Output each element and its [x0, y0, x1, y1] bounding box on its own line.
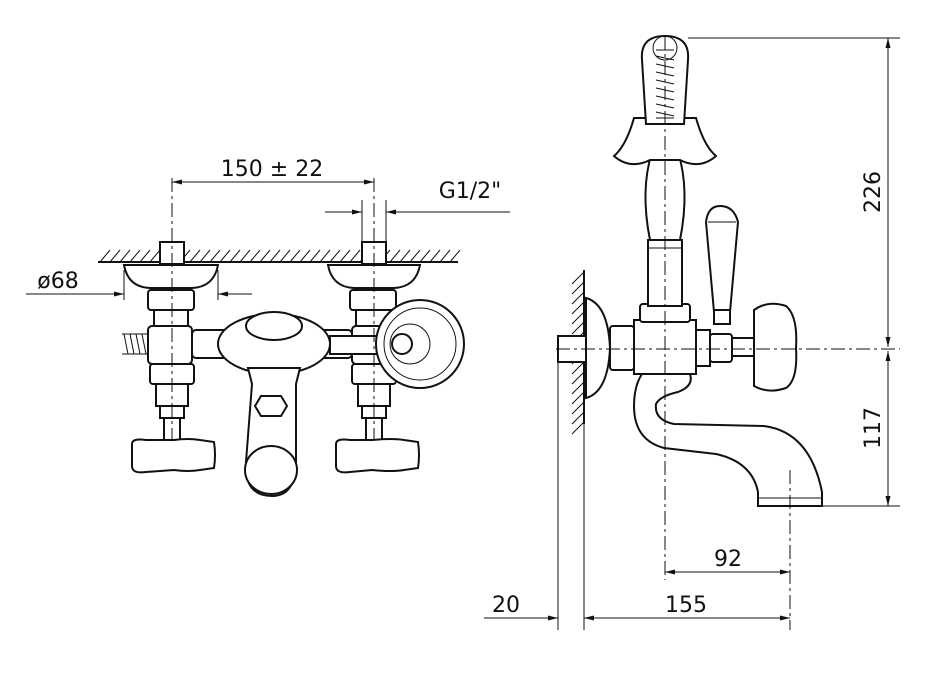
hatch-line [409, 249, 421, 263]
dimension-spacing-label: 150 ± 22 [221, 157, 323, 182]
nut-right [349, 289, 397, 311]
side-view [556, 34, 900, 630]
spout-outlet-front [244, 445, 298, 495]
dimension-flange-diameter: ø68 [26, 269, 252, 300]
hatch-line [399, 249, 411, 263]
handle-side [753, 302, 798, 392]
hatch-line [419, 249, 431, 263]
hatch-line [299, 249, 311, 263]
shower-holder-plate [375, 299, 465, 389]
wall-hatch [99, 249, 461, 263]
mixer-top [245, 311, 303, 341]
hatch-line [149, 249, 161, 263]
hatch-line [279, 249, 291, 263]
hatch-line [309, 249, 321, 263]
dimension-flange-label: ø68 [37, 269, 78, 294]
hatch-line [571, 311, 585, 325]
hatch-line [139, 249, 151, 263]
hatch-line [429, 249, 441, 263]
hatch-line [249, 249, 261, 263]
spindle-side [731, 337, 755, 357]
dimension-20-label: 20 [492, 593, 520, 618]
dimension-155-label: 155 [665, 593, 707, 618]
valve-left [147, 325, 193, 365]
hatch-line [339, 249, 351, 263]
hatch-line [189, 249, 201, 263]
hatch-line [571, 291, 585, 305]
hatch-line [571, 301, 585, 315]
hatch-line [571, 281, 585, 295]
hatch-line [219, 249, 231, 263]
hatch-line [349, 249, 361, 263]
dimension-155: 155 [583, 424, 790, 630]
hatch-line [209, 249, 221, 263]
dimension-226-label: 226 [861, 171, 886, 213]
hatch-line [571, 371, 585, 385]
hatch-line [229, 249, 241, 263]
dimension-117: 117 [822, 351, 900, 507]
dimension-spacing: 150 ± 22 [172, 157, 374, 185]
cap-side-a [695, 329, 711, 367]
hatch-line [571, 321, 585, 335]
hose-spring [122, 333, 148, 355]
hatch-line [571, 391, 585, 405]
dimension-117-label: 117 [861, 407, 886, 449]
hatch-line [109, 249, 121, 263]
hatch-line [269, 249, 281, 263]
hatch-line [571, 401, 585, 415]
hatch-line [119, 249, 131, 263]
diverter-lever [704, 204, 740, 313]
nut-left [147, 289, 195, 311]
dimension-20: 20 [484, 362, 600, 630]
hatch-line [389, 249, 401, 263]
hatch-line [571, 421, 585, 435]
hatch-line [571, 381, 585, 395]
dimension-thread: G1/2" [325, 179, 510, 242]
flange-right [326, 264, 422, 289]
hatch-line [571, 271, 585, 285]
flange-side [585, 296, 612, 400]
diverter-base [713, 309, 731, 325]
hatch-line [571, 361, 585, 375]
spout-side [632, 373, 823, 507]
dimension-226: 226 [688, 37, 900, 347]
hatch-line [571, 411, 585, 425]
hatch-line [239, 249, 251, 263]
nut-side [609, 325, 635, 371]
hatch-line [439, 249, 451, 263]
hatch-line [329, 249, 341, 263]
handle-left [131, 438, 216, 474]
hatch-line [449, 249, 461, 263]
cap-side-b [709, 333, 733, 363]
hatch-line [259, 249, 271, 263]
hatch-line [99, 249, 111, 263]
hatch-line [289, 249, 301, 263]
hatch-line [319, 249, 331, 263]
stem-left [153, 309, 189, 327]
hatch-line [199, 249, 211, 263]
hatch-line [129, 249, 141, 263]
flange-left [122, 264, 220, 289]
dimension-thread-label: G1/2" [439, 179, 502, 204]
spout-hex-nut [253, 395, 289, 417]
dimension-92-label: 92 [714, 547, 742, 572]
dimension-92: 92 [665, 547, 790, 575]
handle-right [335, 438, 420, 474]
front-view [98, 178, 465, 498]
